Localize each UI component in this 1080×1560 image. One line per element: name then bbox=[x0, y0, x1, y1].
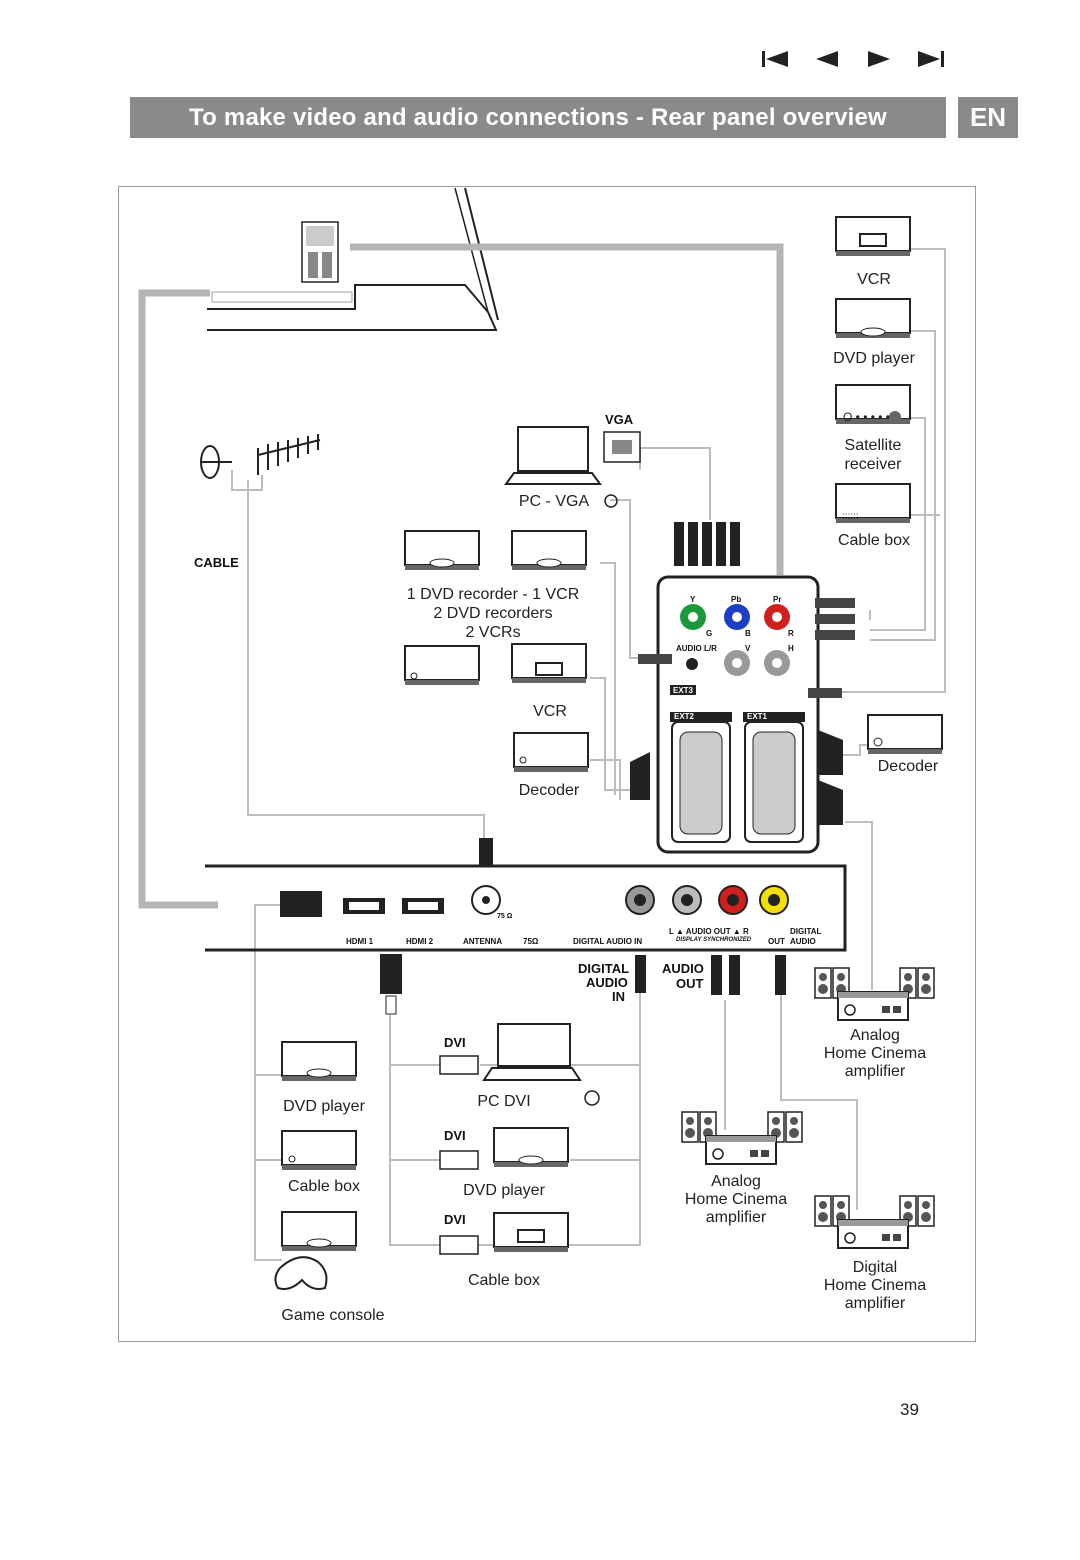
satellite-label-2: receiver bbox=[844, 456, 902, 473]
digital-hc-2: Home Cinema bbox=[823, 1277, 927, 1294]
next-icon[interactable] bbox=[864, 46, 894, 72]
decoder-right-label: Decoder bbox=[877, 758, 939, 775]
pr-label: Pr bbox=[773, 595, 782, 604]
vcr-center-device bbox=[511, 643, 587, 684]
page-number: 39 bbox=[900, 1400, 919, 1419]
analog-hc-right-2: Home Cinema bbox=[823, 1045, 927, 1062]
dig-audio-in-2: AUDIO bbox=[586, 975, 628, 990]
svg-text:O • • • • •: O • • • • • bbox=[843, 410, 890, 424]
cable-box-right-label: Cable box bbox=[837, 532, 911, 549]
dvi-label-3: DVI bbox=[444, 1212, 466, 1227]
rca-plugs-right bbox=[638, 598, 855, 698]
recorders-label-1: 1 DVD recorder - 1 VCR bbox=[406, 586, 580, 603]
b-label: B bbox=[745, 629, 751, 638]
audio-small-label: AUDIO bbox=[790, 937, 816, 946]
pc-dvi-label: PC DVI bbox=[477, 1093, 531, 1110]
antenna-icon bbox=[200, 434, 321, 491]
analog-hc-right-3: amplifier bbox=[844, 1063, 906, 1080]
cablebox-right-device: :::::: bbox=[835, 483, 911, 524]
dvd-player-left-device bbox=[281, 1041, 357, 1082]
audio-out-2: OUT bbox=[676, 976, 704, 991]
dvd-recorder-device bbox=[404, 530, 480, 571]
decoder-center-device bbox=[513, 732, 589, 773]
hdmi1-label: HDMI 1 bbox=[346, 937, 374, 946]
recorders-label-2: 2 DVD recorders bbox=[433, 605, 553, 622]
game-console-label: Game console bbox=[281, 1307, 385, 1324]
analog-hc-center-1: Analog bbox=[711, 1173, 761, 1190]
side-connector-panel bbox=[656, 575, 820, 854]
audio-lr-label: AUDIO L/R bbox=[676, 644, 717, 653]
previous-icon[interactable] bbox=[812, 46, 842, 72]
analog-hc-right-1: Analog bbox=[850, 1027, 900, 1044]
skip-first-icon[interactable] bbox=[760, 46, 790, 72]
dig-audio-in-3: IN bbox=[612, 989, 625, 1004]
satellite-device: O • • • • • bbox=[835, 384, 911, 425]
digital-amp bbox=[814, 1195, 935, 1249]
dig-audio-in-1: DIGITAL bbox=[578, 961, 630, 976]
out-label: OUT bbox=[768, 937, 785, 946]
digital-hc-1: Digital bbox=[852, 1259, 898, 1276]
ext2-label: EXT2 bbox=[674, 712, 695, 721]
vcr-recorder-device bbox=[511, 530, 587, 571]
digital-small-label: DIGITAL bbox=[790, 927, 822, 936]
antenna-label: ANTENNA bbox=[463, 937, 503, 946]
diagram-frame bbox=[118, 186, 976, 1342]
component-plugs bbox=[674, 522, 740, 566]
page-title: To make video and audio connections - Re… bbox=[130, 97, 946, 138]
pc-dvi-device bbox=[439, 1023, 600, 1255]
language-badge: EN bbox=[958, 97, 1018, 138]
cable-box-left-device bbox=[281, 1130, 357, 1171]
hdmi2-label: HDMI 2 bbox=[406, 937, 434, 946]
audio-out-label: L ▲ AUDIO OUT ▲ R bbox=[669, 927, 749, 936]
cable-label: CABLE bbox=[194, 555, 239, 570]
display-sync-label: DISPLAY SYNCHRONIZED bbox=[676, 937, 752, 943]
cable-box-center-label: Cable box bbox=[467, 1272, 541, 1289]
h-label: H bbox=[788, 644, 794, 653]
satellite-label-1: Satellite bbox=[844, 437, 902, 454]
analog-amp-center bbox=[681, 1111, 803, 1165]
dvi-label-2: DVI bbox=[444, 1128, 466, 1143]
vcr-center-label: VCR bbox=[533, 703, 567, 720]
analog-amp-right bbox=[814, 967, 935, 1021]
bottom-rear-panel bbox=[205, 838, 847, 1015]
recorders-label-3: 2 VCRs bbox=[465, 624, 521, 641]
ext1-label: EXT1 bbox=[747, 712, 768, 721]
decoder-right-device bbox=[867, 714, 943, 755]
digital-hc-3: amplifier bbox=[844, 1295, 906, 1312]
tv-rear-outline bbox=[207, 187, 499, 331]
vga-label: VGA bbox=[605, 412, 634, 427]
ext3-label: EXT3 bbox=[673, 686, 694, 695]
vcr-right-device bbox=[835, 216, 911, 257]
dvd-player-center-device bbox=[493, 1127, 569, 1168]
cable-box-left-label: Cable box bbox=[287, 1178, 361, 1195]
ohm-small-label: 75 Ω bbox=[497, 913, 513, 920]
dvd-right-device bbox=[835, 298, 911, 339]
scart-plugs bbox=[630, 730, 843, 825]
analog-hc-center-2: Home Cinema bbox=[684, 1191, 788, 1208]
box-device-left bbox=[404, 645, 480, 686]
svg-text:::::::: :::::: bbox=[842, 511, 859, 522]
analog-hc-center-3: amplifier bbox=[705, 1209, 767, 1226]
dvi-label-1: DVI bbox=[444, 1035, 466, 1050]
decoder-center-label: Decoder bbox=[518, 782, 580, 799]
ohm-label: 75Ω bbox=[523, 937, 539, 946]
game-console-device bbox=[274, 1211, 357, 1290]
pc-vga-device bbox=[504, 426, 641, 508]
pc-vga-label: PC - VGA bbox=[518, 493, 590, 510]
r-label: R bbox=[788, 629, 794, 638]
skip-last-icon[interactable] bbox=[916, 46, 946, 72]
cable-box-center-device bbox=[493, 1212, 569, 1253]
audio-out-1: AUDIO bbox=[662, 961, 704, 976]
v-label: V bbox=[745, 644, 751, 653]
g-label: G bbox=[706, 629, 713, 638]
dvd-player-center-label: DVD player bbox=[463, 1182, 545, 1199]
pb-label: Pb bbox=[731, 595, 742, 604]
vcr-right-label: VCR bbox=[857, 271, 891, 288]
y-label: Y bbox=[690, 595, 696, 604]
dvd-player-right-label: DVD player bbox=[833, 350, 915, 367]
digital-audio-in-label: DIGITAL AUDIO IN bbox=[573, 937, 643, 946]
page-navigation bbox=[760, 46, 946, 74]
dvd-player-left-label: DVD player bbox=[283, 1098, 365, 1115]
